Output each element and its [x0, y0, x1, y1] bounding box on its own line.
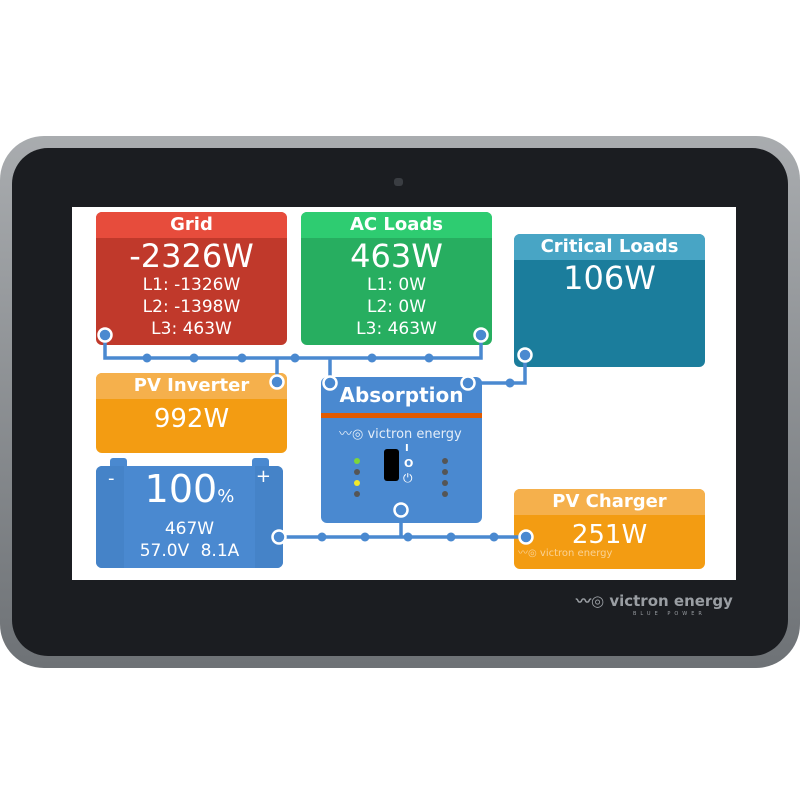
led [442, 491, 448, 497]
ac-loads-l2: L2: 0W [366, 297, 427, 317]
critical-loads-line [468, 355, 527, 385]
led-green [354, 458, 360, 464]
grid-power: -2326W [129, 237, 254, 275]
grid-l1: L1: -1326W [142, 275, 241, 295]
critical-loads-tile[interactable]: Critical Loads 106W [514, 234, 705, 367]
battery-terminal-plus [252, 458, 269, 466]
inverter-state-bar [321, 413, 482, 418]
inverter-brand-logo: 〰◎ victron energy [339, 427, 462, 442]
switch-on-label: I [405, 443, 409, 454]
grid-tile[interactable]: Grid -2326W L1: -1326W L2: -1398W L3: 46… [96, 212, 287, 345]
battery-minus: - [108, 468, 115, 489]
grid-title: Grid [96, 212, 287, 238]
battery-soc-unit: % [217, 486, 235, 507]
led [442, 458, 448, 464]
ac-loads-l1: L1: 0W [366, 275, 427, 295]
critical-loads-power: 106W [563, 259, 656, 297]
grid-l2: L2: -1398W [142, 297, 241, 317]
led [354, 491, 360, 497]
pv-inverter-title: PV Inverter [96, 373, 287, 399]
critical-loads-title: Critical Loads [514, 234, 705, 260]
led-yellow [354, 480, 360, 486]
battery-tile[interactable]: - + 100% 467W 57.0V 8.1A [96, 466, 283, 568]
pv-charger-title: PV Charger [514, 489, 705, 515]
battery-voltage: 57.0V [139, 541, 190, 561]
led [442, 480, 448, 486]
battery-soc: 100 [144, 467, 218, 511]
pv-charger-tile[interactable]: PV Charger 251W 〰◎ victron energy [514, 489, 705, 569]
pv-inverter-tile[interactable]: PV Inverter 992W [96, 373, 287, 453]
ac-loads-tile[interactable]: AC Loads 463W L1: 0W L2: 0W L3: 463W [301, 212, 492, 345]
pv-charger-power: 251W [571, 520, 648, 550]
ac-loads-power: 463W [350, 237, 443, 275]
camera-icon [394, 178, 403, 186]
ac-loads-l3: L3: 463W [356, 319, 437, 339]
grid-l3: L3: 463W [151, 319, 232, 339]
battery-terminal-minus [110, 458, 127, 466]
power-icon: ⏻ [403, 471, 413, 485]
inverter-state: Absorption [339, 383, 464, 407]
inverter-brand: victron energy [367, 427, 462, 442]
battery-current: 8.1A [200, 541, 240, 561]
pv-charger-brand-logo: 〰◎ victron energy [518, 548, 613, 559]
led [354, 469, 360, 475]
battery-plus: + [255, 466, 271, 487]
device-brand: victron energy [609, 592, 733, 610]
screen: Grid -2326W L1: -1326W L2: -1398W L3: 46… [72, 207, 736, 580]
switch-off-label: O [404, 457, 414, 470]
device-tagline: BLUE POWER [632, 611, 706, 617]
ac-loads-title: AC Loads [301, 212, 492, 238]
inverter-switch[interactable] [384, 449, 399, 481]
inverter-tile[interactable]: Absorption 〰◎ victron energy I O ⏻ [321, 377, 482, 523]
pv-inverter-power: 992W [153, 404, 230, 434]
battery-power: 467W [164, 519, 215, 539]
pv-charger-brand: victron energy [539, 548, 613, 559]
energy-flow-lines [97, 327, 534, 545]
led [442, 469, 448, 475]
